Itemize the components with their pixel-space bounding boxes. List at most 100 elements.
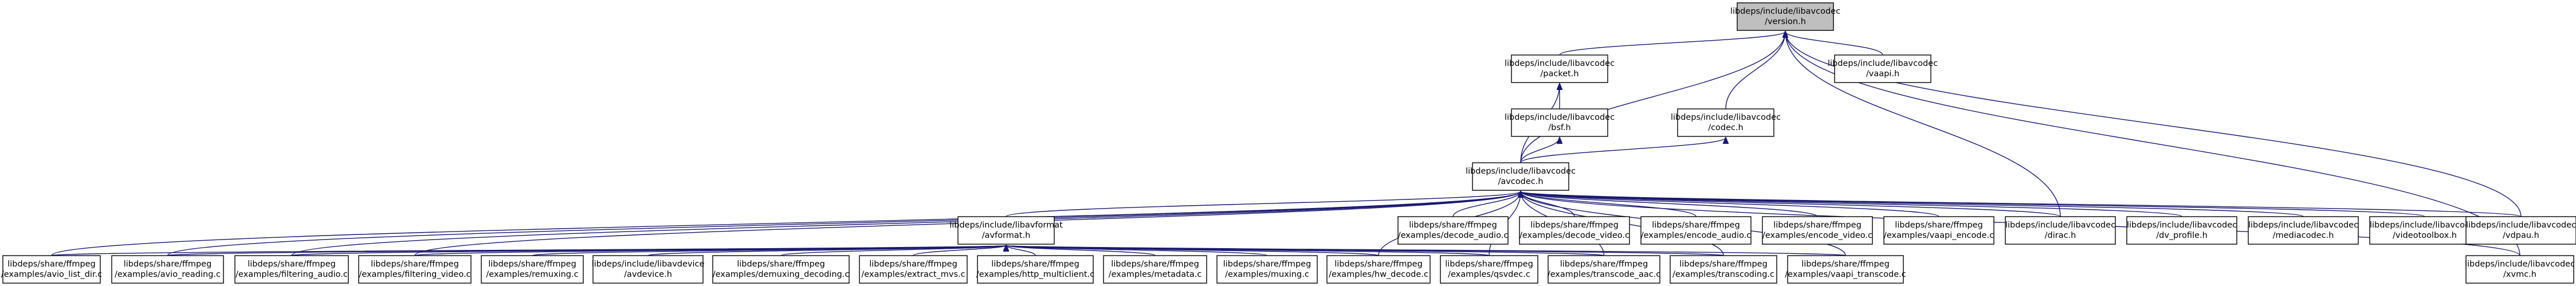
node-videotoolbox-h[interactable]: libdeps/include/libavcodec/videotoolbox.… xyxy=(2369,216,2480,245)
node-vaapi-encode[interactable]: libdeps/share/ffmpeg/examples/vaapi_enco… xyxy=(1883,216,1994,245)
node-file-label: /examples/transcode_aac.c xyxy=(1548,270,1661,279)
node-path-label: libdeps/include/libavcodec xyxy=(2466,221,2576,230)
node-path-label: libdeps/include/libavcodec xyxy=(1505,113,1615,122)
node-file-label: /avcodec.h xyxy=(1498,177,1543,186)
node-path-label: libdeps/share/ffmpeg xyxy=(1801,260,1890,269)
node-file-label: /examples/decode_audio.c xyxy=(1398,231,1509,240)
node-muxing[interactable]: libdeps/share/ffmpeg/examples/muxing.c xyxy=(1216,255,1318,284)
node-file-label: /examples/demuxing_decoding.c xyxy=(713,270,850,279)
node-path-label: libdeps/share/ffmpeg xyxy=(991,260,1079,269)
node-path-label: libdeps/share/ffmpeg xyxy=(1409,221,1497,230)
node-remuxing[interactable]: libdeps/share/ffmpeg/examples/remuxing.c xyxy=(481,255,584,284)
node-metadata[interactable]: libdeps/share/ffmpeg/examples/metadata.c xyxy=(1103,255,1207,284)
edge-extract_mvs-to-avformat_h xyxy=(913,245,1006,256)
edge-xvmc_h-to-version_h xyxy=(1785,32,2520,256)
node-avio-reading[interactable]: libdeps/share/ffmpeg/examples/avio_readi… xyxy=(111,255,224,284)
node-file-label: /avdevice.h xyxy=(624,270,672,279)
node-path-label: libdeps/include/libavcodec xyxy=(2370,221,2480,230)
node-encode-video[interactable]: libdeps/share/ffmpeg/examples/encode_vid… xyxy=(1762,216,1873,245)
node-file-label: /dirac.h xyxy=(2045,231,2076,240)
node-decode-audio[interactable]: libdeps/share/ffmpeg/examples/decode_aud… xyxy=(1397,216,1509,245)
node-packet-h[interactable]: libdeps/include/libavcodec/packet.h xyxy=(1505,54,1615,83)
node-file-label: /examples/muxing.c xyxy=(1225,270,1309,279)
node-file-label: /videotoolbox.h xyxy=(2393,231,2457,240)
edge-encode_audio-to-avcodec_h xyxy=(1521,191,1697,217)
edge-vaapi_encode-to-avcodec_h xyxy=(1521,191,1939,217)
node-transcode-aac[interactable]: libdeps/share/ffmpeg/examples/transcode_… xyxy=(1548,255,1661,284)
node-file-label: /packet.h xyxy=(1540,69,1578,79)
node-path-label: libdeps/include/libavcodec xyxy=(1466,167,1576,176)
node-path-label: libdeps/share/ffmpeg xyxy=(869,260,957,269)
node-file-label: /examples/transcoding.c xyxy=(1672,270,1774,279)
node-file-label: /examples/encode_audio.c xyxy=(1641,231,1752,240)
node-path-label: libdeps/share/ffmpeg xyxy=(1334,260,1423,269)
node-file-label: /examples/filtering_audio.c xyxy=(235,270,348,279)
node-file-label: /examples/hw_decode.c xyxy=(1329,270,1428,279)
node-file-label: /examples/decode_video.c xyxy=(1519,231,1629,240)
edge-vdpau_h-to-version_h xyxy=(1785,32,2522,217)
edge-vdpau_h-to-avcodec_h xyxy=(1521,191,2522,217)
node-file-label: /avformat.h xyxy=(982,231,1031,240)
node-codec-h[interactable]: libdeps/include/libavcodec/codec.h xyxy=(1671,108,1781,137)
edge-packet_h-to-version_h xyxy=(1559,32,1785,56)
node-xvmc-h[interactable]: libdeps/include/libavcodec/xvmc.h xyxy=(2465,255,2575,284)
edge-vaapi_transcode-to-avformat_h xyxy=(1006,245,1846,256)
node-filtering-video[interactable]: libdeps/share/ffmpeg/examples/filtering_… xyxy=(358,255,472,284)
node-path-label: libdeps/share/ffmpeg xyxy=(7,260,96,269)
node-vaapi-transcode[interactable]: libdeps/share/ffmpeg/examples/vaapi_tran… xyxy=(1785,255,1906,284)
node-path-label: libdeps/include/libavcodec xyxy=(2465,260,2575,269)
node-qsvdec[interactable]: libdeps/share/ffmpeg/examples/qsvdec.c xyxy=(1440,255,1538,284)
edge-dirac_h-to-version_h xyxy=(1785,32,2061,217)
node-dirac-h[interactable]: libdeps/include/libavcodec/dirac.h xyxy=(2005,216,2116,245)
node-file-label: /examples/remuxing.c xyxy=(486,270,578,279)
node-decode-video[interactable]: libdeps/share/ffmpeg/examples/decode_vid… xyxy=(1519,216,1630,245)
node-file-label: /examples/qsvdec.c xyxy=(1448,270,1530,279)
node-vaapi-h[interactable]: libdeps/include/libavcodec/vaapi.h xyxy=(1828,54,1938,83)
node-dv-profile-h[interactable]: libdeps/include/libavcodec/dv_profile.h xyxy=(2126,216,2237,245)
node-file-label: /examples/extract_mvs.c xyxy=(861,270,965,279)
edge-metadata-to-avformat_h xyxy=(1006,245,1156,256)
edge-avio_list_dir-to-avcodec_h xyxy=(51,191,1521,256)
node-path-label: libdeps/share/ffmpeg xyxy=(1652,221,1740,230)
node-file-label: /xvmc.h xyxy=(2503,270,2536,279)
node-avformat-h[interactable]: libdeps/include/libavformat/avformat.h xyxy=(949,216,1063,245)
node-filtering-audio[interactable]: libdeps/share/ffmpeg/examples/filtering_… xyxy=(234,255,349,284)
node-demuxing-decoding[interactable]: libdeps/share/ffmpeg/examples/demuxing_d… xyxy=(712,255,850,284)
node-hw-decode[interactable]: libdeps/share/ffmpeg/examples/hw_decode.… xyxy=(1326,255,1431,284)
edge-vaapi_h-to-version_h xyxy=(1785,32,1883,56)
node-path-label: libdeps/include/libavdevice xyxy=(592,260,705,269)
edge-dv_profile_h-to-avcodec_h xyxy=(1521,191,2182,217)
node-transcoding[interactable]: libdeps/share/ffmpeg/examples/transcodin… xyxy=(1670,255,1777,284)
node-http-multiclient[interactable]: libdeps/share/ffmpeg/examples/http_multi… xyxy=(976,255,1094,284)
node-path-label: libdeps/share/ffmpeg xyxy=(1223,260,1311,269)
node-path-label: libdeps/share/ffmpeg xyxy=(1895,221,1983,230)
node-file-label: /mediacodec.h xyxy=(2273,231,2334,240)
edge-avio_reading-to-avcodec_h xyxy=(167,191,1521,256)
node-path-label: libdeps/share/ffmpeg xyxy=(737,260,825,269)
edge-avcodec_h-to-version_h xyxy=(1520,32,1785,163)
node-path-label: libdeps/include/libavcodec xyxy=(1730,7,1840,16)
node-version-h[interactable]: libdeps/include/libavcodec/version.h xyxy=(1730,2,1840,31)
node-path-label: libdeps/share/ffmpeg xyxy=(1111,260,1199,269)
edge-avcodec_h-to-bsf_h xyxy=(1520,138,1560,163)
edge-videotoolbox_h-to-avcodec_h xyxy=(1521,191,2425,217)
node-extract-mvs[interactable]: libdeps/share/ffmpeg/examples/extract_mv… xyxy=(859,255,968,284)
edge-demuxing_decoding-to-avformat_h xyxy=(780,245,1006,256)
node-avio-list-dir[interactable]: libdeps/share/ffmpeg/examples/avio_list_… xyxy=(1,255,102,284)
node-path-label: libdeps/include/libavcodec xyxy=(2127,221,2237,230)
node-file-label: /version.h xyxy=(1765,17,1806,26)
node-file-label: /examples/vaapi_transcode.c xyxy=(1785,270,1906,279)
node-mediacodec-h[interactable]: libdeps/include/libavcodec/mediacodec.h xyxy=(2248,216,2359,245)
node-file-label: /examples/filtering_video.c xyxy=(359,270,470,279)
node-vdpau-h[interactable]: libdeps/include/libavcodec/vdpau.h xyxy=(2465,216,2576,245)
node-path-label: libdeps/share/ffmpeg xyxy=(124,260,212,269)
node-bsf-h[interactable]: libdeps/include/libavcodec/bsf.h xyxy=(1505,108,1615,137)
node-avdevice-h[interactable]: libdeps/include/libavdevice/avdevice.h xyxy=(592,255,705,284)
node-path-label: libdeps/include/libavcodec xyxy=(2005,221,2115,230)
node-path-label: libdeps/share/ffmpeg xyxy=(1773,221,1862,230)
edges-layer xyxy=(51,32,2522,256)
node-avcodec-h[interactable]: libdeps/include/libavcodec/avcodec.h xyxy=(1466,162,1576,191)
node-encode-audio[interactable]: libdeps/share/ffmpeg/examples/encode_aud… xyxy=(1640,216,1752,245)
node-file-label: /examples/encode_video.c xyxy=(1762,231,1872,240)
node-path-label: libdeps/share/ffmpeg xyxy=(1560,260,1648,269)
